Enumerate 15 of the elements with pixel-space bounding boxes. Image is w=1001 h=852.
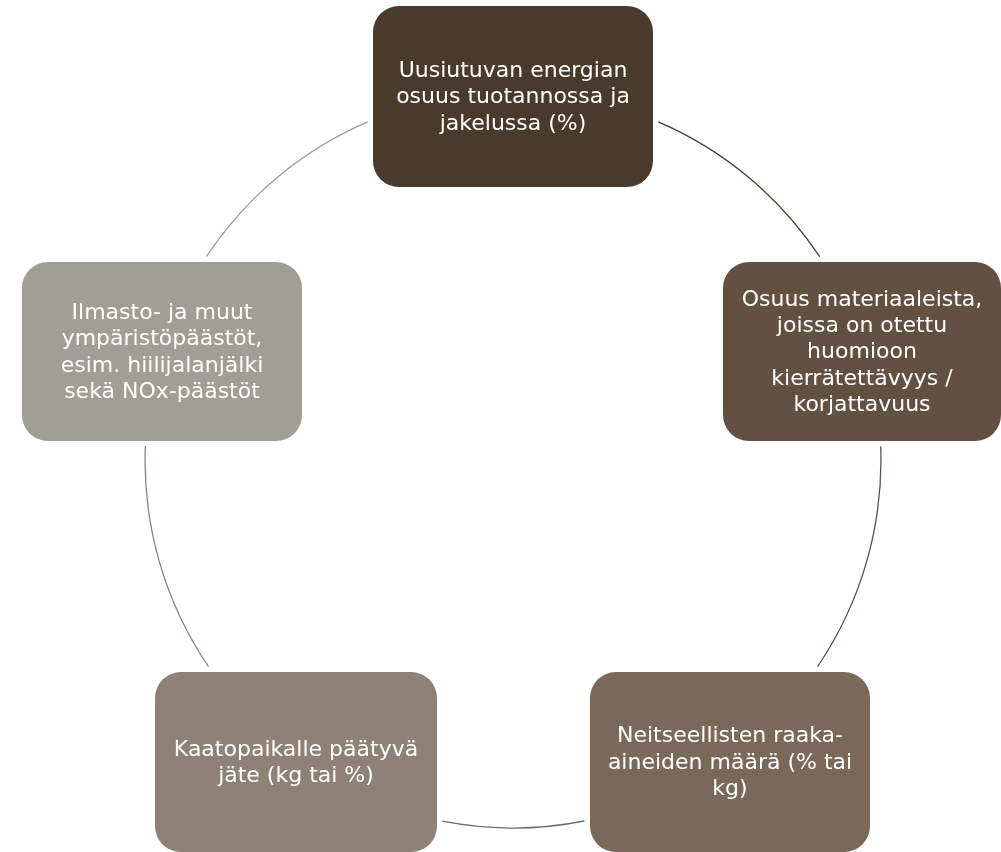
- box-text: Ilmasto- ja muut ympäristöpäästöt, esim. hiilijalanjälki sekä NOx-päästöt: [59, 298, 265, 405]
- rounded-box: [373, 6, 653, 187]
- box-text: Kaatopaikalle päätyvä jäte (kg tai %): [172, 735, 420, 789]
- box-text: Uusiutuvan energian osuus tuotannossa ja jakelussa (%): [395, 56, 631, 137]
- rounded-box: [22, 262, 302, 441]
- box-text: Osuus materiaaleista, joissa on otettu huomioon kierrätettävyys / korjattavuus: [740, 285, 984, 418]
- rounded-box: [155, 672, 437, 852]
- connector-arc: [657, 121, 821, 258]
- connector-arc: [816, 445, 882, 668]
- connector-arc: [144, 445, 210, 668]
- connector-arc: [441, 820, 585, 829]
- rounded-box: [723, 262, 1001, 441]
- rounded-box: [590, 672, 870, 852]
- box-text: Neitseellisten raaka-aineiden määrä (% tai kg): [606, 722, 854, 802]
- connector-arc: [205, 121, 369, 258]
